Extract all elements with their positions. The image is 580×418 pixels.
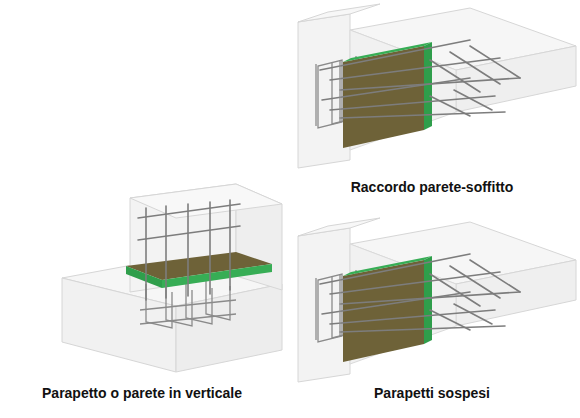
- wall-ceiling-illustration: [298, 4, 576, 168]
- caption: Parapetto o parete in verticale: [42, 384, 242, 402]
- vertical-wall-illustration: [62, 184, 282, 372]
- caption: Parapetti sospesi: [374, 384, 490, 402]
- caption: Raccordo parete-soffitto: [351, 178, 514, 196]
- hanging-parapet-illustration: [298, 218, 576, 382]
